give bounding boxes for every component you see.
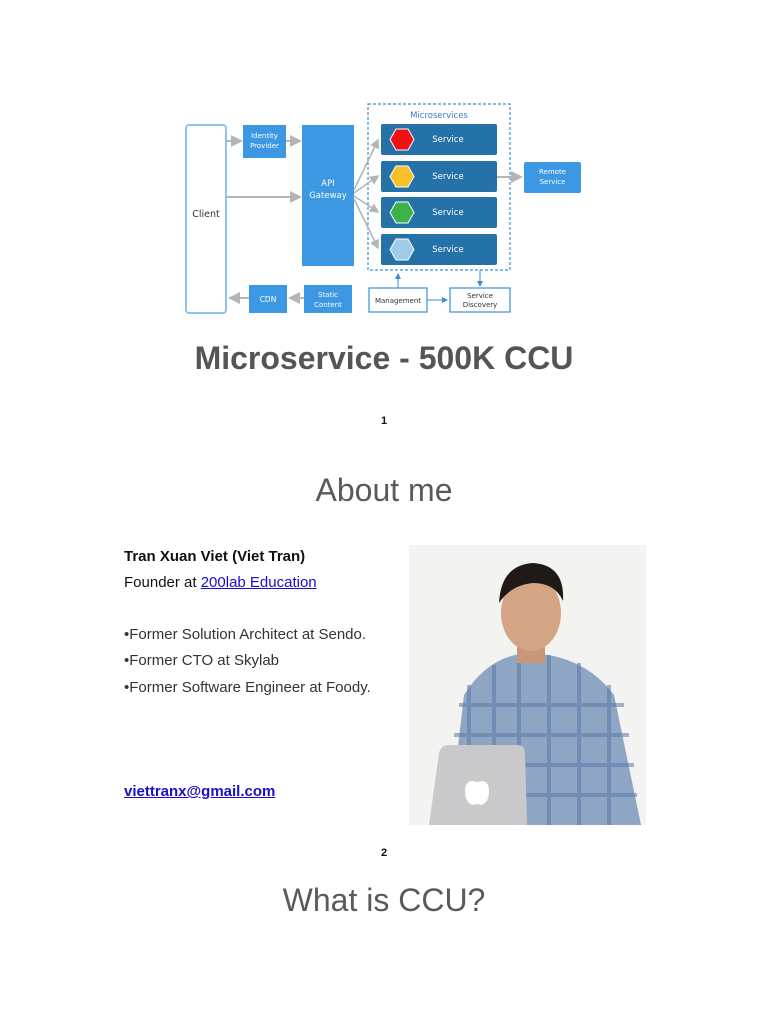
service-discovery-box <box>449 287 511 313</box>
service-label: Service <box>432 245 463 255</box>
identity-provider-label-2: Provider <box>250 142 279 150</box>
cdn-label: CDN <box>260 295 277 304</box>
service-4: Service <box>381 234 497 265</box>
hexagon-icon <box>389 201 415 224</box>
arrow-gateway-service-1 <box>353 138 379 191</box>
remote-service-label-2: Service <box>540 178 566 186</box>
bullet-item: •Former CTO at Skylab <box>124 652 280 669</box>
bullet-item: •Former Solution Architect at Sendo. <box>124 626 367 643</box>
arrow-gateway-service-4 <box>353 198 379 250</box>
founder-prefix: Founder at <box>124 574 201 591</box>
slide-title: Microservice - 500K CCU <box>194 340 574 376</box>
founder-line: Founder at 200lab Education <box>124 574 317 591</box>
microservice-architecture-diagram: Microservices Client Identity Provider A… <box>185 103 581 314</box>
about-heading: About me <box>315 472 453 508</box>
page-number-2: 2 <box>380 847 388 859</box>
identity-provider-label-1: Identity <box>251 132 278 140</box>
founder-link[interactable]: 200lab Education <box>200 574 317 591</box>
service-label: Service <box>432 172 463 182</box>
static-content-label-1: Static <box>318 291 338 299</box>
service-label: Service <box>432 135 463 145</box>
arrow-gateway-service-3 <box>353 195 380 213</box>
client-label: Client <box>192 209 220 220</box>
remote-service-label-1: Remote <box>539 168 566 176</box>
hexagon-icon <box>389 165 415 188</box>
hexagon-icon <box>389 128 415 151</box>
identity-provider-box <box>243 125 286 158</box>
ccu-heading: What is CCU? <box>282 882 486 918</box>
cdn-box <box>249 285 287 313</box>
service-discovery-label-1: Service <box>467 292 493 300</box>
client-box <box>185 124 227 314</box>
api-gateway-box <box>302 125 354 266</box>
remote-service-box <box>524 162 581 193</box>
microservices-boundary <box>367 103 511 271</box>
service-1: Service <box>381 124 497 155</box>
arrow-gateway-service-2 <box>353 175 380 194</box>
author-photo <box>409 545 646 825</box>
static-content-box <box>304 285 352 313</box>
management-label: Management <box>375 297 421 305</box>
microservices-label: Microservices <box>410 111 468 121</box>
email-line: viettranx@gmail.com <box>124 783 275 800</box>
service-label: Service <box>432 208 463 218</box>
service-2: Service <box>381 161 497 192</box>
hexagon-icon <box>389 238 415 261</box>
page-number-1: 1 <box>380 415 388 427</box>
api-gateway-label-2: Gateway <box>309 191 347 201</box>
author-name: Tran Xuan Viet (Viet Tran) <box>124 548 306 565</box>
bullet-item: •Former Software Engineer at Foody. <box>124 679 371 696</box>
service-3: Service <box>381 197 497 228</box>
email-link[interactable]: viettranx@gmail.com <box>124 783 276 800</box>
apple-logo-icon <box>465 781 489 805</box>
service-discovery-label-2: Discovery <box>463 301 498 309</box>
static-content-label-2: Content <box>314 301 342 309</box>
api-gateway-label-1: API <box>321 179 334 189</box>
